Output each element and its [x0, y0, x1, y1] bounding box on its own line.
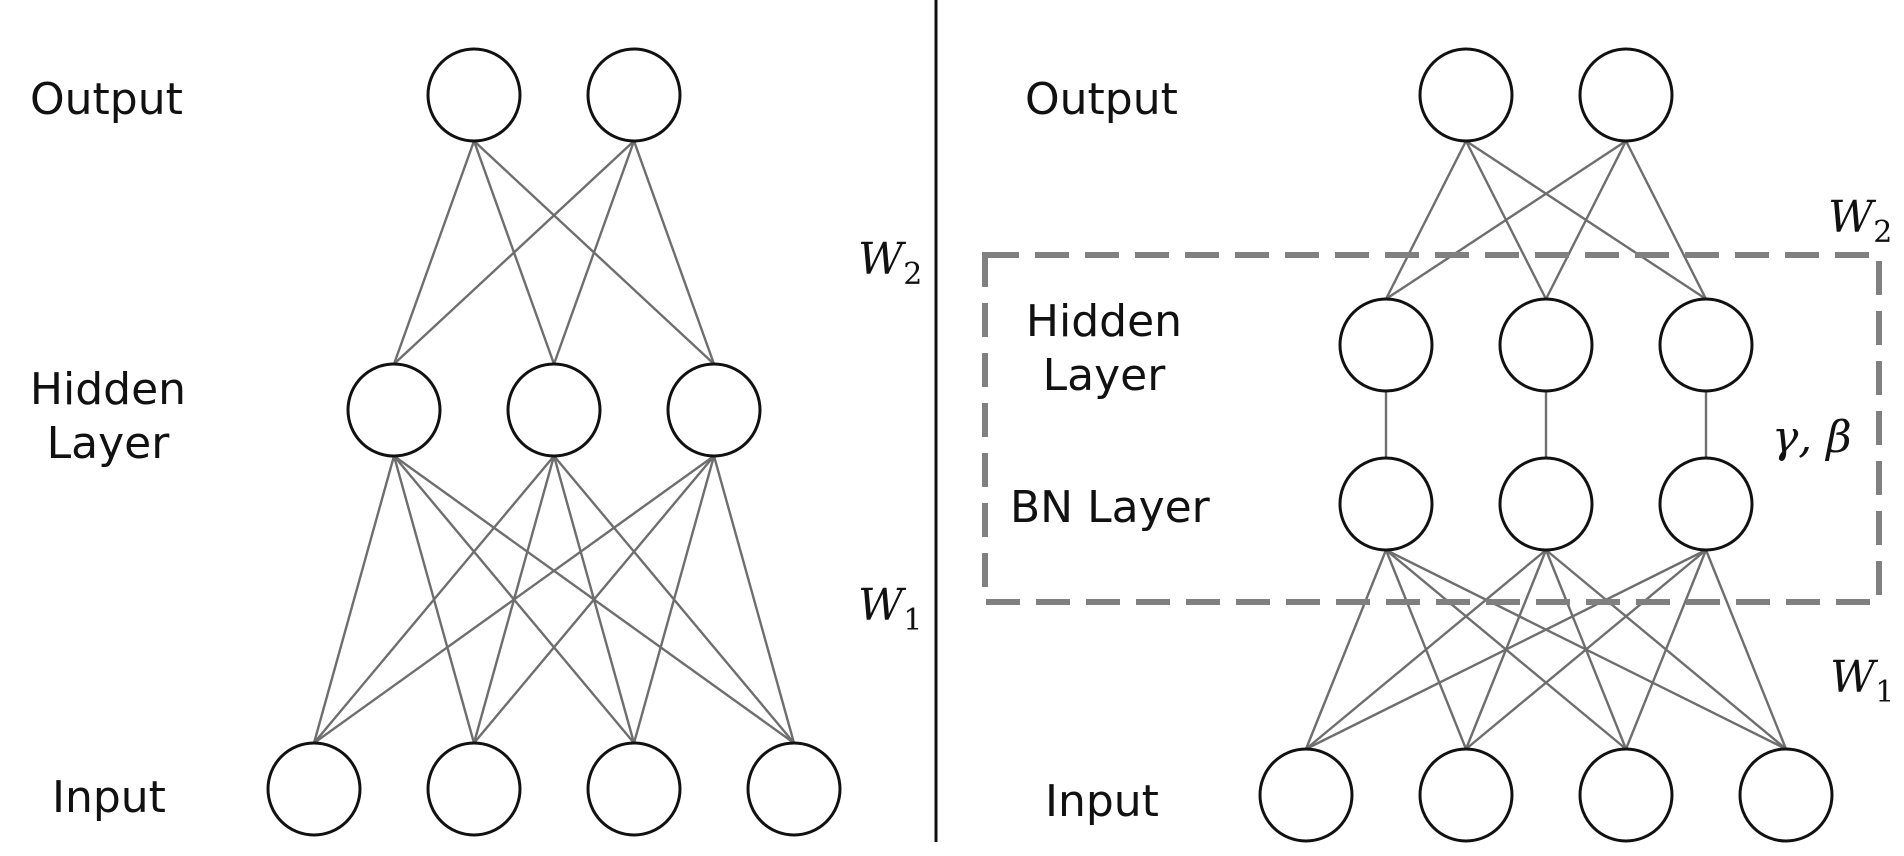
right-input-label: Input	[1045, 776, 1159, 827]
left-w1-subscript: 1	[903, 603, 922, 638]
left-hidden-label-line1: Hidden	[30, 364, 186, 415]
left-output-node-1	[426, 47, 522, 143]
right-hidden-label-line1: Hidden	[1026, 296, 1182, 347]
right-bn-input-edge-3-3	[1624, 549, 1708, 750]
left-output-label: Output	[30, 74, 183, 125]
right-w2-subscript: 2	[1873, 215, 1892, 250]
left-hidden-input-edge-2-1	[313, 455, 555, 744]
right-w2-base: W	[1828, 192, 1877, 243]
right-hidden-node-2	[1498, 297, 1594, 393]
left-input-node-2	[426, 741, 522, 837]
right-output-hidden-edge-1-1	[1384, 140, 1468, 300]
left-hidden-input-edge-1-1	[312, 455, 396, 744]
left-input-node-1	[266, 741, 362, 837]
right-bn-input-edge-3-4	[1704, 549, 1788, 750]
right-output-hidden-edge-2-1	[1385, 139, 1627, 301]
left-hidden-input-edge-3-2	[473, 455, 715, 744]
right-input-node-3	[1578, 747, 1674, 843]
left-hidden-node-3	[666, 362, 762, 458]
left-input-node-4	[746, 741, 842, 837]
left-w1-label: W1	[858, 580, 922, 638]
right-output-hidden-edge-2-3	[1624, 140, 1708, 300]
right-bn-node-2	[1498, 456, 1594, 552]
right-input-node-1	[1258, 747, 1354, 843]
left-w2-subscript: 2	[903, 257, 922, 292]
left-output-hidden-edge-2-1	[393, 140, 635, 365]
left-output-hidden-edge-2-2	[552, 140, 636, 365]
left-hidden-input-edge-3-1	[313, 455, 715, 744]
left-input-node-3	[586, 741, 682, 837]
right-bn-params-label: γ, β	[1772, 412, 1852, 463]
left-hidden-node-1	[346, 362, 442, 458]
right-input-node-2	[1418, 747, 1514, 843]
right-hidden-label-line2: Layer	[1043, 350, 1167, 401]
right-input-node-4	[1738, 747, 1834, 843]
right-network-edges	[1304, 139, 1788, 751]
right-bn-input-edge-1-1	[1304, 549, 1388, 750]
left-hidden-label-line2: Layer	[47, 418, 171, 469]
left-output-node-2	[586, 47, 682, 143]
left-w2-label: W2	[858, 234, 922, 292]
right-output-node-1	[1418, 47, 1514, 143]
right-hidden-node-1	[1338, 297, 1434, 393]
right-bn-node-3	[1658, 456, 1754, 552]
right-output-hidden-edge-2-2	[1544, 140, 1628, 300]
right-bn-input-edge-2-1	[1305, 549, 1547, 750]
right-w2-label: W2	[1828, 192, 1892, 250]
left-input-label: Input	[52, 772, 166, 823]
right-w1-base: W	[1830, 652, 1879, 703]
left-hidden-node-2	[506, 362, 602, 458]
left-output-hidden-edge-2-3	[632, 140, 716, 365]
right-network-nodes	[1258, 47, 1834, 843]
right-w1-label: W1	[1830, 652, 1894, 710]
left-network-nodes	[266, 47, 842, 837]
right-output-node-2	[1578, 47, 1674, 143]
right-bn-input-edge-3-1	[1305, 548, 1707, 751]
right-bn-node-1	[1338, 456, 1434, 552]
bn-dashed-box	[982, 252, 1882, 605]
left-output-hidden-edge-1-1	[392, 140, 476, 365]
right-bn-input-edge-3-2	[1465, 549, 1707, 750]
right-w1-subscript: 1	[1875, 675, 1894, 710]
right-hidden-node-3	[1658, 297, 1754, 393]
left-hidden-input-edge-3-4	[712, 455, 796, 744]
left-network-edges	[312, 140, 796, 744]
left-hidden-input-edge-3-3	[632, 455, 716, 744]
right-output-label: Output	[1025, 74, 1178, 125]
left-w1-base: W	[858, 580, 907, 631]
right-bn-label: BN Layer	[1010, 482, 1211, 533]
left-w2-base: W	[858, 234, 907, 285]
